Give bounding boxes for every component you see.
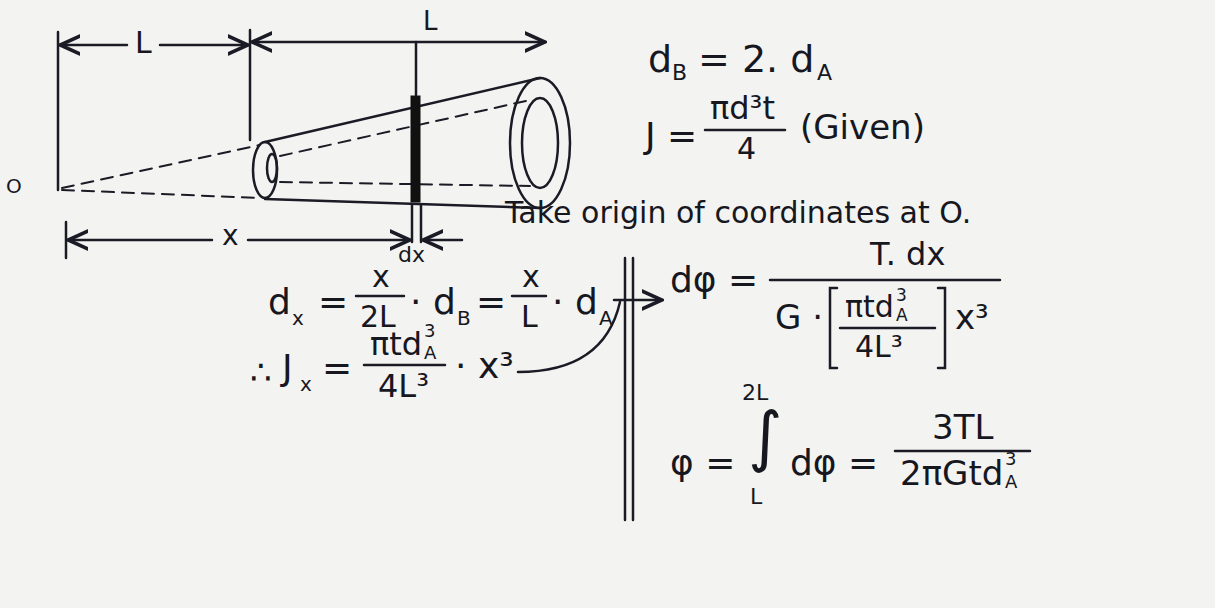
equation-term: = 2. d (698, 40, 814, 78)
equation-term: A (1005, 473, 1017, 491)
equation-term: T. dx (870, 238, 945, 270)
fraction-bar (840, 327, 935, 330)
bore-line (280, 182, 530, 186)
equation-term: x³ (955, 300, 989, 334)
equation-term: 3 (1005, 450, 1016, 468)
equation-term: ∫ (748, 404, 782, 470)
equation-term: dφ = (790, 445, 878, 481)
equation-term: A (424, 344, 436, 362)
equation-term: L (423, 8, 438, 34)
equation-term: J = (645, 118, 697, 154)
equation-term: J (282, 350, 293, 386)
tube-bore (267, 154, 277, 182)
dimension-line (68, 239, 212, 242)
equation-term: G · (775, 300, 823, 334)
equation-term: ∴ (250, 355, 272, 389)
extension-line (420, 205, 423, 242)
equation-term: = (476, 284, 506, 320)
dimension-line (248, 239, 410, 242)
equation-term: 4L³ (855, 332, 903, 362)
tube-end (510, 78, 570, 208)
equation-term: = (318, 284, 348, 320)
equation-term: 4L³ (378, 370, 429, 402)
dimension-line (60, 44, 127, 47)
equation-term: πtd (370, 328, 422, 360)
bore-line (280, 100, 530, 156)
equation-term: · d (410, 284, 456, 320)
equation-term: πd³t (710, 92, 775, 124)
equation-term: A (599, 308, 613, 328)
dimension-line (252, 41, 545, 44)
equation-term: x (292, 308, 304, 328)
fraction-bar (356, 295, 404, 298)
equation-term: (Given) (800, 110, 925, 144)
element-slice (411, 96, 420, 202)
tapered-tube (62, 78, 570, 208)
fraction-bar (770, 279, 1000, 282)
equation-term: 3TL (932, 410, 993, 444)
equation-term: L (135, 28, 152, 58)
equation-term: x (372, 262, 390, 292)
equation-term: = (322, 350, 352, 386)
equation-term: dφ = (670, 262, 758, 298)
divider-line (624, 258, 627, 520)
dimension-lines (58, 30, 545, 258)
dimension-line (160, 44, 248, 47)
fraction-bar (705, 129, 785, 132)
fraction-bar (512, 295, 546, 298)
equation-term: · d (552, 284, 598, 320)
apex-line (62, 190, 260, 198)
equation-term: L (521, 302, 538, 332)
bracket (938, 288, 945, 368)
dimension-line (423, 239, 462, 242)
apex-line (62, 145, 260, 188)
bracket (830, 288, 837, 368)
equation-term: πtd (845, 292, 894, 322)
equation-term: x (222, 222, 239, 250)
equation-term: · x³ (455, 348, 514, 384)
extension-line (249, 30, 252, 140)
equation-term: d (648, 40, 672, 78)
section-tick (415, 42, 418, 95)
equation-term: O (6, 176, 22, 196)
extension-line (57, 32, 60, 190)
equation-term: 3 (424, 322, 435, 340)
tube-edge (265, 78, 540, 142)
equation-term: dx (398, 244, 425, 266)
equation-term: x (300, 374, 312, 394)
equation-term: 4 (737, 134, 756, 164)
extension-line (411, 205, 414, 242)
equation-term: x (522, 262, 540, 292)
fraction-bar (364, 364, 445, 367)
equation-marks (356, 130, 1030, 520)
equation-term: 2πGtd (900, 456, 1003, 490)
substitution-arrow (614, 299, 662, 302)
equation-term: B (457, 308, 471, 328)
tube-end (253, 142, 277, 198)
equation-term: L (750, 486, 762, 508)
equation-term: A (817, 62, 832, 84)
divider-line (632, 258, 635, 520)
equation-term: 2L (742, 382, 768, 404)
equation-term: B (672, 62, 687, 84)
equation-term: φ = (670, 445, 735, 481)
equation-term: d (268, 284, 291, 320)
equation-term: A (896, 307, 908, 324)
equation-term: 3 (896, 287, 907, 304)
tube-bore (522, 98, 558, 188)
tube-edge (265, 199, 540, 208)
note-text: Take origin of coordinates at O. (505, 198, 971, 228)
